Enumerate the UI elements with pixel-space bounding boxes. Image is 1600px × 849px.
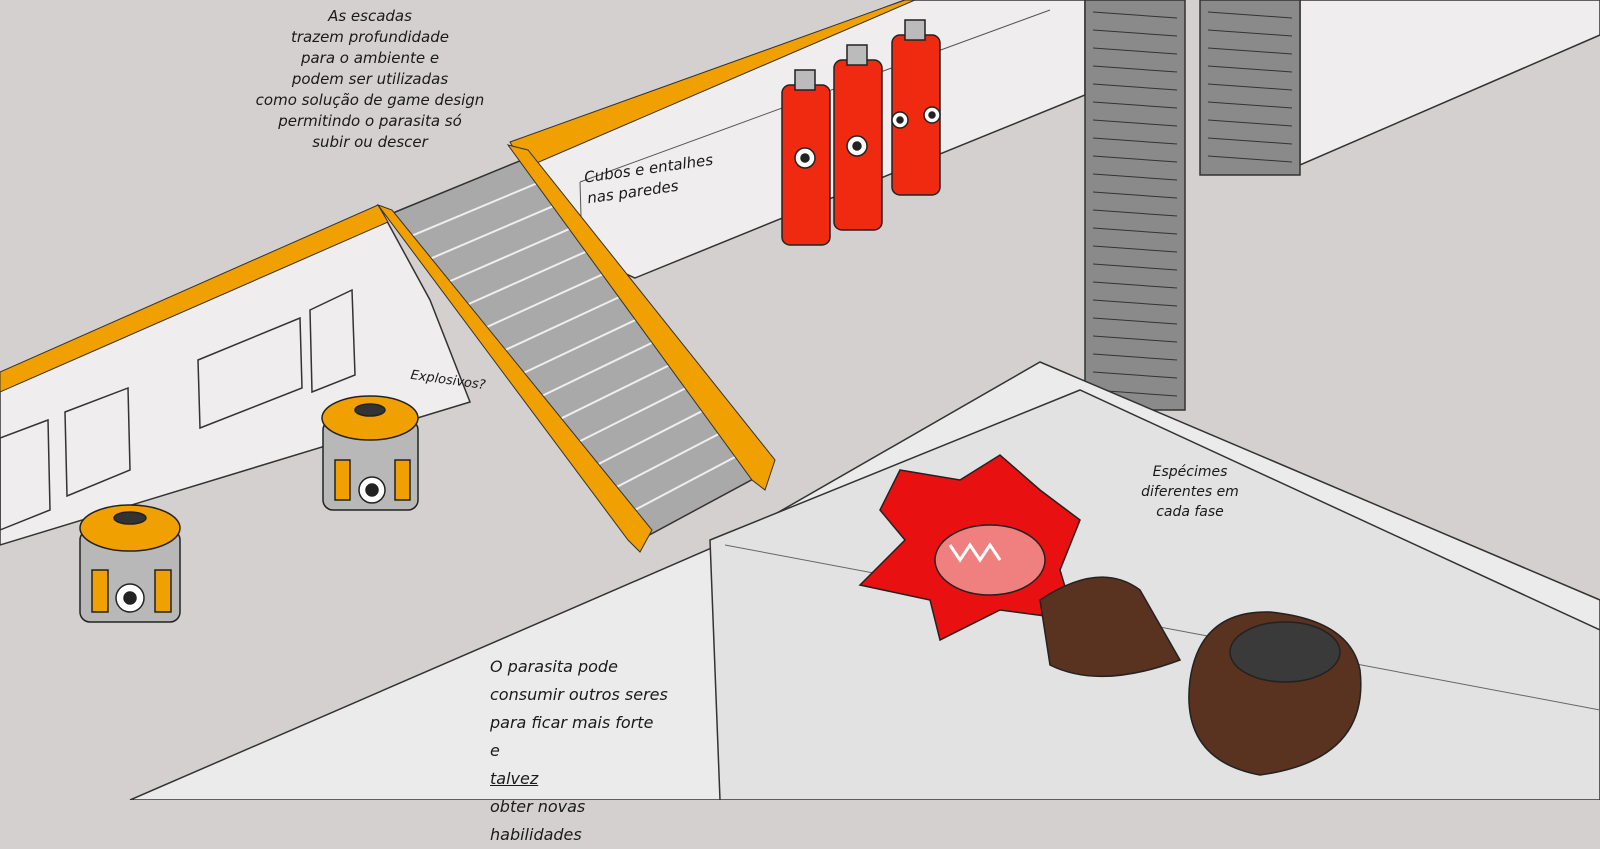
parasite-note-text-end: obter novas habilidades bbox=[490, 797, 586, 844]
pillar bbox=[1199, 0, 1301, 176]
pillar-slat bbox=[1092, 317, 1178, 325]
pillar-slat bbox=[1207, 137, 1293, 145]
stair-step bbox=[567, 380, 700, 449]
stair-step bbox=[477, 269, 611, 332]
explosive-barrel bbox=[321, 395, 419, 511]
parasite-note-text: O parasita pode consumir outros seres pa… bbox=[490, 657, 668, 760]
pillar-slat bbox=[1092, 29, 1178, 37]
pillar-slat bbox=[1092, 101, 1178, 109]
pillar-slat bbox=[1092, 47, 1178, 55]
pillar-slat bbox=[1092, 65, 1178, 73]
pillar-slat bbox=[1092, 173, 1178, 181]
pillar-slat bbox=[1207, 119, 1293, 127]
pillar-slat bbox=[1092, 263, 1178, 271]
stair-step bbox=[549, 358, 682, 425]
pillar-slat bbox=[1207, 65, 1293, 73]
stair-steps bbox=[405, 181, 753, 518]
pillar-slat bbox=[1092, 137, 1178, 145]
pillar-slat bbox=[1092, 299, 1178, 307]
stair-rail-left bbox=[376, 203, 653, 553]
brown-pod bbox=[1039, 576, 1362, 776]
pillar-slat bbox=[1092, 371, 1178, 379]
pillar-slat bbox=[1092, 281, 1178, 289]
stair-step bbox=[513, 314, 647, 379]
stair-step bbox=[441, 225, 576, 286]
pillar-slat bbox=[1092, 155, 1178, 163]
left-rail bbox=[0, 204, 389, 393]
parasite-note: O parasita pode consumir outros seres pa… bbox=[490, 625, 720, 849]
stair-step bbox=[531, 336, 665, 402]
pillar-slat bbox=[1207, 47, 1293, 55]
pillar-slat bbox=[1207, 155, 1293, 163]
pillar-slat bbox=[1207, 11, 1293, 19]
pillar-slat bbox=[1092, 191, 1178, 199]
stair-step bbox=[459, 247, 594, 309]
wall-panels bbox=[0, 288, 356, 531]
pillar-slat bbox=[1092, 209, 1178, 217]
specimens-note: Espécimes diferentes em cada fase bbox=[1141, 464, 1239, 520]
stair-step bbox=[585, 402, 718, 472]
pillar-slat bbox=[1092, 11, 1178, 19]
red-creature bbox=[858, 454, 1081, 642]
pillar-slat bbox=[1207, 29, 1293, 37]
pillar-slat bbox=[1092, 335, 1178, 343]
pillar-slat bbox=[1092, 227, 1178, 235]
pillar-slat bbox=[1207, 101, 1293, 109]
stair-rail-right bbox=[506, 144, 776, 491]
pillar-slat bbox=[1092, 245, 1178, 253]
stair-step bbox=[603, 424, 736, 495]
pillar-slat bbox=[1092, 83, 1178, 91]
stair-step bbox=[621, 446, 753, 518]
explosive-barrel bbox=[79, 504, 181, 623]
red-tanks bbox=[781, 19, 941, 246]
stairs-note: As escadas trazem profundidade para o am… bbox=[255, 7, 485, 151]
pillar bbox=[1084, 0, 1186, 411]
pillar-slat bbox=[1207, 83, 1293, 91]
parasite-note-underlined: talvez bbox=[490, 769, 539, 788]
stair-step bbox=[495, 291, 629, 356]
pillar-slat bbox=[1092, 353, 1178, 361]
stair-step bbox=[423, 203, 558, 263]
stair-step bbox=[405, 181, 541, 240]
concept-art-scene bbox=[0, 0, 1600, 800]
pillar-slat bbox=[1092, 119, 1178, 127]
